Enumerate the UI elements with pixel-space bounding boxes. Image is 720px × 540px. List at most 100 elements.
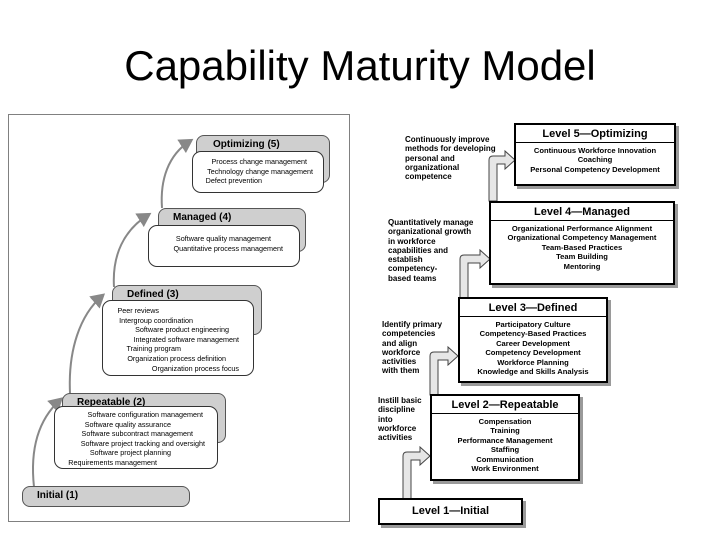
desc-line: establish (388, 255, 423, 265)
practice-item: Training (490, 426, 520, 436)
practice-item: Quantitative process management (173, 243, 283, 253)
desc-line: Continuously improve (405, 135, 490, 144)
desc-line: personal and (405, 153, 455, 163)
level-initial-tab: Initial (1) (22, 486, 190, 507)
arrow-level1-to-level2 (402, 445, 431, 501)
desc-line: based teams (388, 273, 437, 283)
desc-line: with them (382, 366, 420, 376)
practice-item: Staffing (490, 445, 520, 455)
level4-title: Level 4—Managed (491, 203, 673, 221)
practice-item: Team Building (556, 252, 608, 262)
arrow-initial-to-repeatable (32, 397, 63, 488)
desc-line: Quantitatively manage (388, 218, 474, 227)
practice-item: Work Environment (471, 464, 539, 474)
practice-item: Software subcontract management (81, 429, 193, 439)
arrow-repeatable-to-defined (68, 293, 106, 394)
desc-line: discipline (378, 405, 415, 415)
level-repeatable-label: Repeatable (2) (77, 397, 146, 408)
level4-practices: Organizational Performance Alignment Org… (491, 221, 673, 274)
defined-practices-box: Peer reviews Intergroup coordination Sof… (102, 300, 254, 376)
level2-box: Level 2—Repeatable Compensation Training… (430, 394, 580, 481)
practice-item: Competency-Based Practices (479, 329, 587, 339)
level3-box: Level 3—Defined Participatory Culture Co… (458, 297, 608, 383)
practice-item: Organizational Performance Alignment (511, 224, 653, 233)
practice-item: Software project tracking and oversight (80, 438, 205, 448)
desc-line: activities (378, 433, 413, 443)
arrow-level2-to-level3 (429, 345, 459, 396)
desc-line: organizational growth (388, 227, 472, 237)
desc-line: into (378, 414, 393, 424)
practice-item: Coaching (577, 155, 613, 165)
practice-item: Technology change management (207, 166, 313, 176)
level-managed-label: Managed (4) (173, 212, 232, 223)
practice-item: Organization process definition (127, 353, 226, 363)
practice-item: Mentoring (563, 261, 601, 271)
desc-line: Instill basic (378, 396, 422, 405)
desc-line: competencies (382, 329, 436, 339)
level4-box: Level 4—Managed Organizational Performan… (489, 201, 675, 285)
level2-description: Instill basic discipline into workforce … (378, 396, 422, 442)
practice-item: Team-Based Practices (541, 242, 623, 252)
level5-practices: Continuous Workforce Innovation Coaching… (516, 143, 674, 177)
desc-line: and align (382, 338, 418, 348)
level4-description: Quantitatively manage organizational gro… (388, 218, 473, 283)
practice-item: Communication (476, 454, 534, 464)
practice-item: Knowledge and Skills Analysis (477, 367, 589, 377)
practice-item: Process change management (211, 157, 308, 166)
desc-line: workforce (378, 423, 417, 433)
practice-item: Participatory Culture (495, 320, 571, 329)
level2-title: Level 2—Repeatable (432, 396, 578, 414)
level5-description: Continuously improve methods for develop… (405, 135, 496, 181)
desc-line: organizational (405, 162, 460, 172)
practice-item: Organizational Competency Management (507, 233, 657, 243)
optimizing-practices-box: Process change management Technology cha… (192, 151, 324, 193)
desc-line: competency- (388, 264, 438, 274)
level1-title: Level 1—Initial (411, 505, 490, 517)
desc-line: Identify primary (382, 320, 443, 329)
level3-practices: Participatory Culture Competency-Based P… (460, 317, 606, 379)
practice-item: Competency Development (485, 348, 581, 358)
desc-line: competence (405, 172, 452, 182)
practice-item: Peer reviews (117, 306, 159, 315)
arrow-managed-to-optimizing (160, 138, 194, 209)
level5-title: Level 5—Optimizing (516, 125, 674, 143)
practice-item: Defect prevention (205, 176, 262, 186)
desc-line: in workforce (388, 236, 436, 246)
arrow-defined-to-managed (112, 212, 152, 288)
level3-title: Level 3—Defined (460, 299, 606, 317)
practice-item: Software quality management (175, 234, 271, 243)
desc-line: workforce (382, 347, 421, 357)
practice-item: Performance Management (457, 435, 553, 445)
practice-item: Workforce Planning (497, 357, 569, 367)
level-defined-label: Defined (3) (127, 289, 179, 300)
practice-item: Software product engineering (135, 325, 229, 335)
desc-line: methods for developing (405, 144, 496, 154)
level-optimizing-label: Optimizing (5) (213, 139, 280, 150)
practice-item: Software project planning (89, 448, 171, 458)
level2-practices: Compensation Training Performance Manage… (432, 414, 578, 476)
practice-item: Training program (126, 344, 181, 354)
practice-item: Continuous Workforce Innovation (533, 146, 657, 155)
practice-item: Intergroup coordination (119, 315, 193, 325)
page-title: Capability Maturity Model (124, 42, 596, 89)
practice-item: Requirements management (68, 457, 157, 467)
practice-item: Compensation (478, 417, 532, 426)
practice-item: Organization process focus (151, 363, 239, 373)
desc-line: activities (382, 357, 417, 367)
practice-item: Personal Competency Development (530, 164, 660, 174)
managed-practices-box: Software quality management Quantitative… (148, 225, 300, 267)
level-initial-label: Initial (1) (37, 490, 79, 501)
arrow-level3-to-level4 (459, 248, 491, 299)
desc-line: capabilities and (388, 245, 449, 255)
practice-item: Integrated software management (133, 334, 239, 344)
arrow-level4-to-level5 (488, 149, 516, 202)
practice-item: Software quality assurance (84, 419, 171, 429)
level1-box: Level 1—Initial (378, 498, 523, 525)
practice-item: Career Development (496, 338, 570, 348)
practice-item: Software configuration management (87, 410, 203, 419)
level5-box: Level 5—Optimizing Continuous Workforce … (514, 123, 676, 186)
level3-description: Identify primary competencies and align … (382, 320, 442, 376)
repeatable-practices-box: Software configuration management Softwa… (54, 406, 218, 469)
